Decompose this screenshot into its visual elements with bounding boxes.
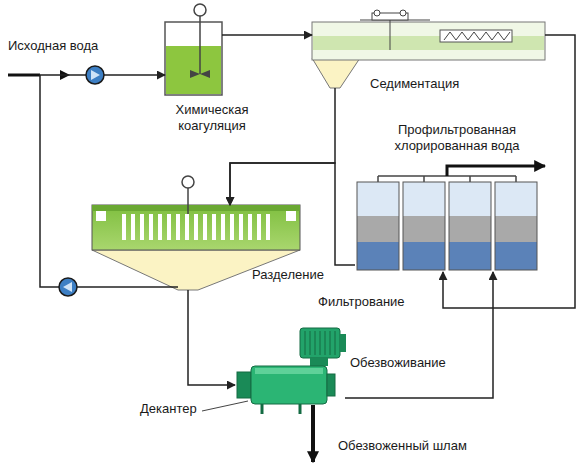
node-label: Обезвоживание xyxy=(350,355,446,371)
filter-unit xyxy=(403,176,445,270)
rake-tooth xyxy=(149,214,153,240)
node-label: Разделение xyxy=(252,267,324,283)
sedimentation-tank: Седиментация xyxy=(312,22,545,88)
decanter-centrifuge xyxy=(202,328,346,462)
coagulation-tank xyxy=(165,4,222,95)
flow-pipe xyxy=(188,290,235,385)
filter-bank xyxy=(357,166,545,270)
motor-fin xyxy=(305,331,306,355)
motor-fin xyxy=(310,331,311,355)
rake-tooth xyxy=(158,214,162,240)
filter-unit xyxy=(357,176,399,270)
flow-pipe xyxy=(345,272,493,398)
coagulation-tank: Химическая коагуляция xyxy=(165,22,222,95)
pump-symbol xyxy=(59,278,77,296)
rake-tooth xyxy=(221,214,225,240)
filter-unit xyxy=(495,176,537,270)
rake-tooth xyxy=(257,214,261,240)
motor-fin xyxy=(330,331,331,355)
rake-tooth xyxy=(266,214,270,240)
rake-tooth xyxy=(203,214,207,240)
node-label: Декантер xyxy=(140,401,197,417)
motor-fin xyxy=(325,331,326,355)
flow-label: Исходная вода xyxy=(8,38,98,54)
flow-pipe xyxy=(230,163,355,265)
rake-tooth xyxy=(248,214,252,240)
pump-symbol xyxy=(86,66,104,84)
rake-tooth xyxy=(230,214,234,240)
rake-tooth xyxy=(122,214,126,240)
separation-tank: Разделение xyxy=(92,205,300,290)
rake-tooth xyxy=(176,214,180,240)
flow-pipe xyxy=(40,75,165,287)
flow-label: Обезвоженный шлам xyxy=(338,438,467,454)
rake-tooth xyxy=(131,214,135,240)
rake-tooth xyxy=(194,214,198,240)
rake-tooth xyxy=(167,214,171,240)
rake-tooth xyxy=(140,214,144,240)
node-label: Фильтрование xyxy=(318,294,405,310)
motor-fin xyxy=(315,331,316,355)
node-label: Седиментация xyxy=(370,76,459,92)
node-label: Химическая коагуляция xyxy=(157,102,267,134)
rake-tooth xyxy=(239,214,243,240)
flow-label: Профильтрованная хлорированная вода xyxy=(372,122,542,154)
rake-tooth xyxy=(212,214,216,240)
motor-fin xyxy=(320,331,321,355)
filter-unit xyxy=(449,176,491,270)
rake-tooth xyxy=(185,214,189,240)
motor-fin xyxy=(335,331,336,355)
flow-pipe xyxy=(443,35,575,308)
filter-bank: Фильтрование xyxy=(355,180,540,272)
flow-pipe xyxy=(222,34,312,36)
decanter-centrifuge: ОбезвоживаниеДекантер xyxy=(235,325,345,407)
